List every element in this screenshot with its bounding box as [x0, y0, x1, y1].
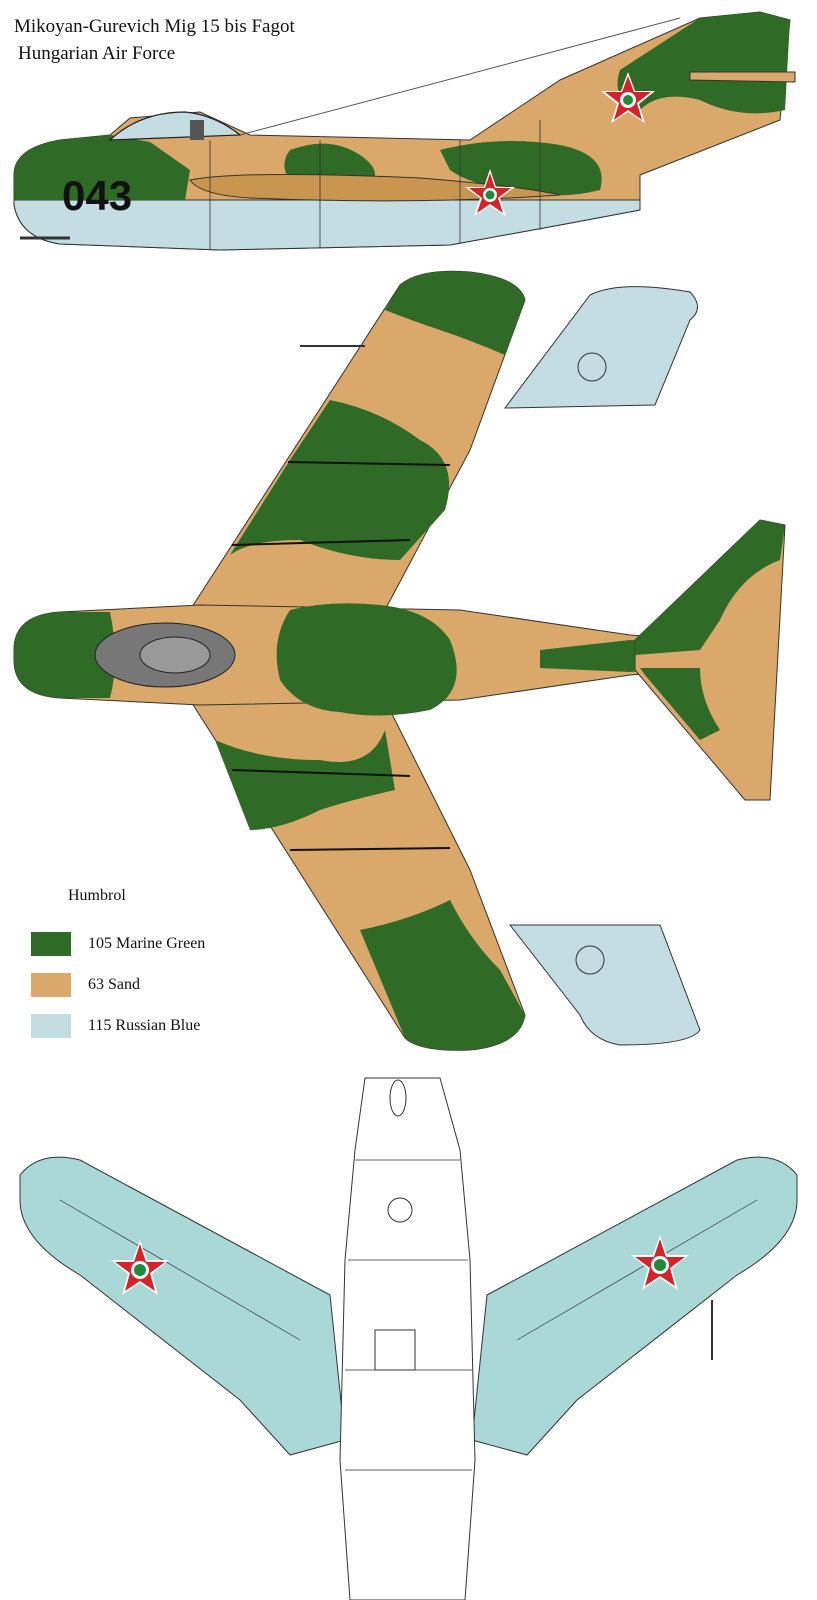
legend-label: 63 Sand	[88, 976, 140, 993]
top-view	[13, 270, 786, 1051]
underside-gun-bay	[374, 1329, 416, 1371]
wing-fence	[287, 461, 451, 466]
top-view-camo-upper-tip	[385, 271, 525, 355]
side-profile-view: 043	[13, 11, 796, 251]
side-camo-fin	[617, 12, 790, 114]
wing-fence	[231, 769, 411, 777]
top-view-camo-tailplane-lower	[640, 668, 720, 740]
side-fuselage-star-insignia	[465, 169, 515, 216]
legend-item-russian-blue: 115 Russian Blue	[31, 1013, 200, 1039]
underside-wing-line	[59, 1199, 301, 1341]
side-camo-nose	[14, 135, 190, 200]
flap-marking	[577, 352, 607, 382]
top-view-camo-tailplane	[635, 520, 785, 655]
flap-marking	[575, 945, 605, 975]
side-camo-fin-band	[520, 87, 633, 135]
side-fin-star-insignia	[601, 72, 655, 123]
sheet-subtitle: Hungarian Air Force	[18, 43, 176, 64]
legend-heading: Humbrol	[68, 887, 126, 904]
side-serial-number: 043	[62, 172, 132, 219]
legend-label: 105 Marine Green	[88, 935, 206, 952]
underside-left-star-insignia	[111, 1240, 169, 1295]
underside-fuselage	[339, 1077, 476, 1600]
side-tailplane	[689, 71, 796, 83]
side-underside	[13, 199, 641, 251]
side-camo-rear	[440, 141, 602, 196]
side-antenna-wire	[239, 17, 681, 136]
side-wing-root	[189, 173, 561, 202]
top-view-lower-flap	[508, 924, 701, 1046]
side-canopy	[108, 111, 242, 141]
top-view-camo-nose	[14, 612, 115, 698]
underside-hatch	[387, 1197, 413, 1223]
sheet-title: Mikoyan-Gurevich Mig 15 bis Fagot	[14, 16, 295, 37]
side-seat	[190, 120, 204, 140]
top-view-upper-flap	[503, 286, 698, 409]
underside-wing-line	[516, 1199, 758, 1341]
legend-label: 115 Russian Blue	[88, 1017, 201, 1034]
underside-right-star-insignia	[631, 1235, 689, 1290]
legend-item-marine-green: 105 Marine Green	[31, 931, 205, 957]
top-view-camo-upper-mid	[230, 400, 450, 560]
wing-fence	[289, 847, 451, 851]
legend-swatch	[31, 973, 71, 997]
top-view-camo-lower-mid	[215, 730, 395, 830]
underside-right-wing	[471, 1156, 798, 1456]
legend-swatch	[31, 1014, 71, 1038]
top-view-canopy-inner	[139, 636, 211, 674]
underside-intake	[389, 1079, 407, 1117]
underside-left-wing	[19, 1156, 346, 1456]
top-view-camo-centre	[276, 603, 457, 716]
wing-fence	[231, 539, 411, 546]
top-view-camo-lower-tip	[360, 900, 525, 1051]
underside-view	[19, 1077, 798, 1600]
legend-swatch	[31, 932, 71, 956]
legend-item-sand: 63 Sand	[31, 972, 140, 998]
